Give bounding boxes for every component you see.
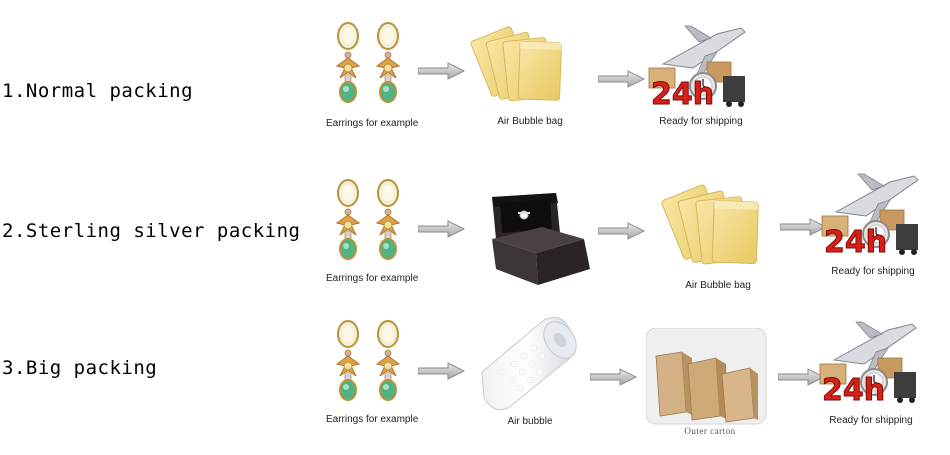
earrings-icon — [333, 20, 405, 112]
badge-24h-text: 24h — [822, 373, 885, 408]
shipping-24h-icon: 24h — [816, 320, 924, 412]
row-1-arrow-1 — [418, 62, 466, 81]
row-1-caption-bag: Air Bubble bag — [497, 116, 563, 127]
row-2-arrow-2 — [598, 222, 646, 241]
earrings-icon — [333, 318, 405, 410]
earrings-icon — [333, 177, 405, 269]
outer-carton-icon — [646, 328, 768, 426]
row-1-title: 1.Normal packing — [2, 80, 194, 102]
air-bubble-bag-icon — [652, 180, 772, 276]
row-2-caption-earrings: Earrings for example — [326, 273, 419, 284]
row-3-caption-shipping: Ready for shipping — [829, 415, 913, 426]
badge-24h-text: 24h — [651, 77, 714, 112]
air-bubble-bag-icon — [468, 22, 568, 112]
row-3-arrow-1 — [418, 362, 466, 381]
row-3-caption-earrings: Earrings for example — [326, 414, 419, 425]
row-3-title: 3.Big packing — [2, 357, 158, 379]
row-3-caption-bubble: Air bubble — [507, 416, 553, 427]
row-2-caption-bag: Air Bubble bag — [685, 280, 751, 291]
row-3-caption-carton: Outer carton — [684, 426, 736, 436]
row-1-caption-earrings: Earrings for example — [326, 118, 419, 129]
row-2-caption-shipping: Ready for shipping — [831, 266, 915, 277]
shipping-24h-icon: 24h — [645, 24, 753, 116]
shipping-24h-icon: 24h — [818, 172, 926, 264]
row-1-caption-shipping: Ready for shipping — [659, 116, 743, 127]
badge-24h-text: 24h — [824, 225, 887, 260]
gift-box-icon — [478, 180, 596, 298]
row-3-arrow-2 — [590, 368, 638, 387]
row-2-arrow-1 — [418, 220, 466, 239]
row-2-title: 2.Sterling silver packing — [2, 220, 301, 242]
row-1-arrow-2 — [598, 70, 646, 89]
air-bubble-roll-icon — [472, 312, 584, 416]
